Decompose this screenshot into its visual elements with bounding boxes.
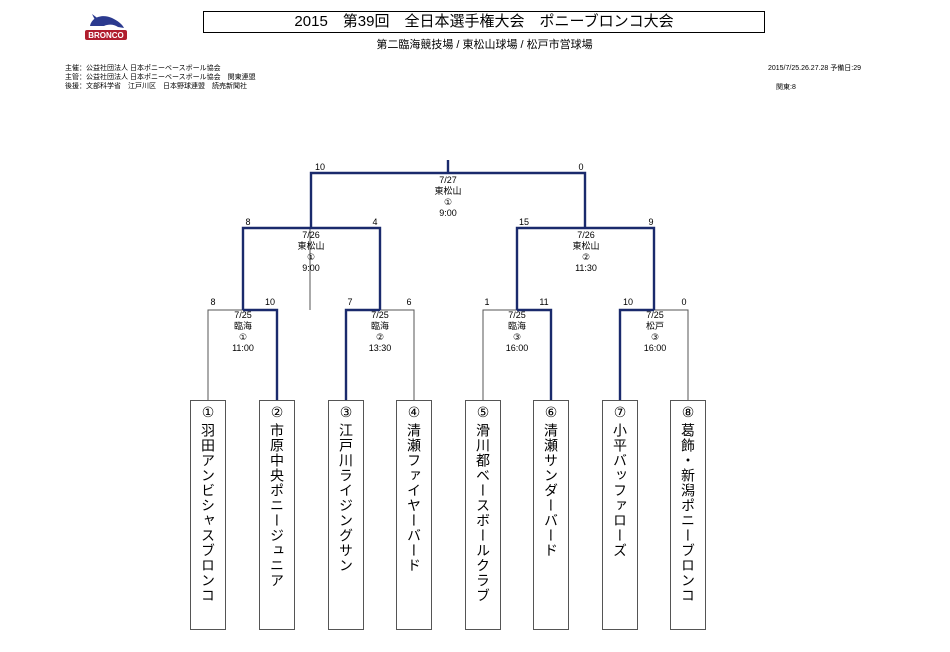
r1m1-score-left: 8 — [210, 297, 216, 307]
r1m4-score-left: 10 — [622, 297, 633, 307]
team-name: 江戸川ライジングサン — [338, 423, 354, 573]
logo-text: BRONCO — [88, 31, 124, 40]
r1m3-field: ③ — [512, 332, 522, 342]
bracket-line-team3 — [344, 308, 380, 400]
team-number: ① — [201, 404, 215, 420]
team-name: 滑川都ベースボールクラブ — [475, 423, 491, 603]
semi1-date: 7/26 — [302, 230, 320, 240]
team-box: ① 羽田アンビシャスブロンコ — [190, 400, 226, 630]
r1m1-match-info: 7/25 臨海 ① 11:00 — [208, 310, 278, 354]
venue-list: 第二臨海競技場 / 東松山球場 / 松戸市営球場 — [376, 39, 593, 51]
r1m4-date: 7/25 — [646, 310, 664, 320]
schedule-text: 2015/7/25.26.27.28 予備日:29 — [767, 65, 861, 72]
bracket-line-team7 — [618, 308, 654, 400]
bracket-line-team1 — [207, 309, 243, 400]
team-name: 清瀬ファイヤーバード — [406, 423, 422, 573]
final-field: ① — [443, 197, 453, 207]
sponsor-text: 主催：公益社団法人 日本ポニーベースボール協会 — [65, 65, 221, 72]
page-title: 2015 第39回 全日本選手権大会 ポニーブロンコ大会 — [203, 11, 765, 33]
region-text: 関東:8 — [776, 84, 796, 91]
team-name: 羽田アンビシャスブロンコ — [200, 423, 216, 603]
r1m1-venue: 臨海 — [233, 321, 252, 331]
r1m4-score-right: 0 — [681, 297, 687, 307]
semi2-date: 7/26 — [577, 230, 595, 240]
team-number: ⑤ — [476, 404, 490, 420]
r1m2-score-right: 6 — [406, 297, 412, 307]
team-name: 小平バッファローズ — [612, 423, 628, 558]
r1m4-time: 16:00 — [643, 343, 667, 353]
semi1-score-left: 8 — [245, 217, 251, 227]
r1m2-match-info: 7/25 臨海 ② 13:30 — [345, 310, 415, 354]
team-box: ② 市原中央ポニージュニア — [259, 400, 295, 630]
team-name: 清瀬サンダーバード — [543, 423, 559, 558]
bracket-line-team8 — [654, 309, 689, 400]
final-match-info: 7/27 東松山 ① 9:00 — [413, 175, 483, 219]
r1m2-date: 7/25 — [371, 310, 389, 320]
support-text: 後援：文部科学省 江戸川区 日本野球連盟 読売新聞社 — [65, 83, 247, 90]
semi1-venue: 東松山 — [297, 241, 325, 251]
final-score-right: 0 — [578, 162, 584, 172]
final-date: 7/27 — [439, 175, 457, 185]
semi1-score-right: 4 — [372, 217, 378, 227]
bracket-line-team6 — [517, 308, 553, 400]
final-score-left: 10 — [314, 162, 325, 172]
team-box: ⑦ 小平バッファローズ — [602, 400, 638, 630]
r1m4-venue: 松戸 — [645, 321, 664, 331]
bracket-line-team2 — [243, 308, 279, 400]
r1m3-venue: 臨海 — [507, 321, 526, 331]
semi1-field: ① — [306, 252, 316, 262]
semi2-score-right: 9 — [648, 217, 654, 227]
r1m2-venue: 臨海 — [370, 321, 389, 331]
r1m1-score-right: 10 — [264, 297, 275, 307]
final-time: 9:00 — [439, 208, 457, 218]
semi2-score-left: 15 — [518, 217, 529, 227]
bronco-logo: BRONCO — [82, 12, 130, 42]
team-number: ③ — [339, 404, 353, 420]
team-number: ④ — [407, 404, 421, 420]
team-box: ⑥ 清瀬サンダーバード — [533, 400, 569, 630]
team-name: 葛飾・新潟ポニーブロンコ — [680, 423, 696, 603]
r1m2-score-left: 7 — [347, 297, 353, 307]
r1m3-score-right: 11 — [539, 297, 549, 307]
r1m4-match-info: 7/25 松戸 ③ 16:00 — [620, 310, 690, 354]
r1m4-field: ③ — [650, 332, 660, 342]
r1m2-time: 13:30 — [368, 343, 392, 353]
team-box: ④ 清瀬ファイヤーバード — [396, 400, 432, 630]
organizer-text: 主管：公益社団法人 日本ポニーベースボール協会 関東連盟 — [65, 74, 256, 81]
semi2-venue: 東松山 — [572, 241, 600, 251]
bracket-line-team4 — [380, 309, 415, 400]
r1m1-time: 11:00 — [232, 343, 254, 353]
r1m3-match-info: 7/25 臨海 ③ 16:00 — [482, 310, 552, 354]
team-number: ⑦ — [613, 404, 627, 420]
team-number: ② — [270, 404, 284, 420]
semi2-field: ② — [581, 252, 591, 262]
r1m1-field: ① — [238, 332, 248, 342]
team-box: ⑤ 滑川都ベースボールクラブ — [465, 400, 501, 630]
r1m3-score-left: 1 — [484, 297, 490, 307]
semi2-match-info: 7/26 東松山 ② 11:30 — [551, 230, 621, 274]
bracket-line-team5 — [482, 309, 517, 400]
semi1-time: 9:00 — [302, 263, 320, 273]
team-box: ③ 江戸川ライジングサン — [328, 400, 364, 630]
final-venue: 東松山 — [434, 186, 462, 196]
semi2-time: 11:30 — [575, 263, 597, 273]
team-number: ⑧ — [681, 404, 695, 420]
r1m2-field: ② — [375, 332, 385, 342]
team-box: ⑧ 葛飾・新潟ポニーブロンコ — [670, 400, 706, 630]
semi1-match-info: 7/26 東松山 ① 9:00 — [276, 230, 346, 274]
r1m3-time: 16:00 — [505, 343, 529, 353]
r1m1-date: 7/25 — [234, 310, 252, 320]
team-number: ⑥ — [544, 404, 558, 420]
team-name: 市原中央ポニージュニア — [269, 423, 285, 588]
r1m3-date: 7/25 — [508, 310, 526, 320]
